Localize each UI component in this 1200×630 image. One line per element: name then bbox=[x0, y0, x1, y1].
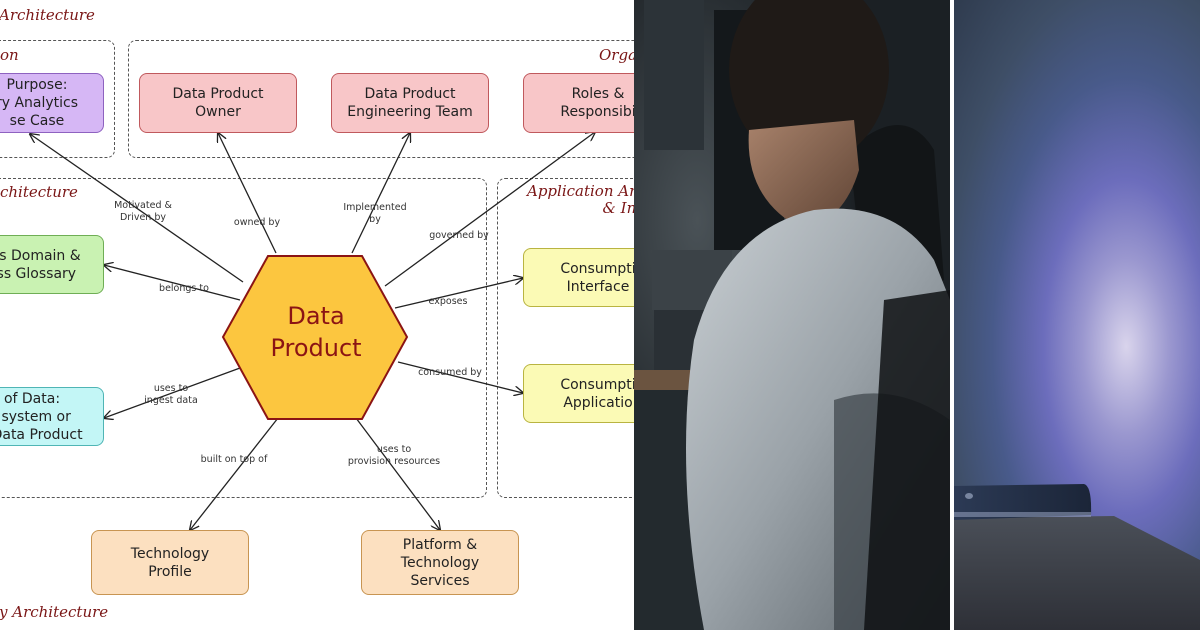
region-application-architecture bbox=[497, 178, 634, 498]
data-product-diagram: Architecture on Orga chitecture Applicat… bbox=[0, 0, 634, 630]
edge-label-built: built on top of bbox=[200, 454, 268, 465]
box-consumption-application: Consumpti Applicatio bbox=[523, 364, 634, 423]
person-at-desk-illustration bbox=[634, 0, 950, 630]
edge-label-provision: uses to provision resources bbox=[347, 444, 441, 467]
box-engineering-team: Data Product Engineering Team bbox=[331, 73, 489, 133]
data-product-title: Data Product bbox=[270, 302, 362, 362]
region-label-purpose: on bbox=[0, 46, 22, 64]
region-organization bbox=[128, 40, 634, 158]
diagram-connectors bbox=[0, 0, 634, 630]
photo-person-at-desk bbox=[634, 0, 950, 630]
region-label-organization: Orga bbox=[596, 46, 634, 64]
box-roles-responsibilities: Roles & Responsibi bbox=[523, 73, 634, 133]
edge-label-exposes: exposes bbox=[428, 296, 468, 307]
edge-label-implemented: Implemented by bbox=[343, 202, 407, 225]
region-label-top: Architecture bbox=[0, 6, 98, 24]
data-product-hexagon bbox=[221, 255, 409, 420]
box-platform-services: Platform & Technology Services bbox=[361, 530, 519, 595]
box-technology-profile: Technology Profile bbox=[91, 530, 249, 595]
box-data-product-owner: Data Product Owner bbox=[139, 73, 297, 133]
laptop-on-desk-illustration bbox=[954, 484, 1200, 630]
edge-label-owned: owned by bbox=[233, 217, 281, 228]
edge-label-motivated: Motivated & Driven by bbox=[114, 200, 172, 223]
box-source-of-data: of Data: l system or r Data Product bbox=[0, 387, 104, 446]
region-label-application: Application Ar & In bbox=[524, 183, 634, 217]
box-purpose: Purpose: ry Analytics se Case bbox=[0, 73, 104, 133]
box-business-domain: ess Domain & ess Glossary bbox=[0, 235, 104, 294]
edge-label-ingest: uses to ingest data bbox=[144, 383, 198, 406]
region-purpose bbox=[0, 40, 115, 158]
region-business-architecture bbox=[0, 178, 487, 498]
region-label-business: chitecture bbox=[0, 183, 81, 201]
box-consumption-interface: Consumpti Interface bbox=[523, 248, 634, 307]
photo-laptop-on-desk bbox=[954, 0, 1200, 630]
edge-label-consumed: consumed by bbox=[418, 367, 482, 378]
region-label-bottom: y Architecture bbox=[0, 603, 112, 621]
edge-label-belongs: belongs to bbox=[159, 283, 209, 294]
edge-label-governed: governed by bbox=[429, 230, 489, 241]
photo-divider bbox=[950, 0, 954, 630]
